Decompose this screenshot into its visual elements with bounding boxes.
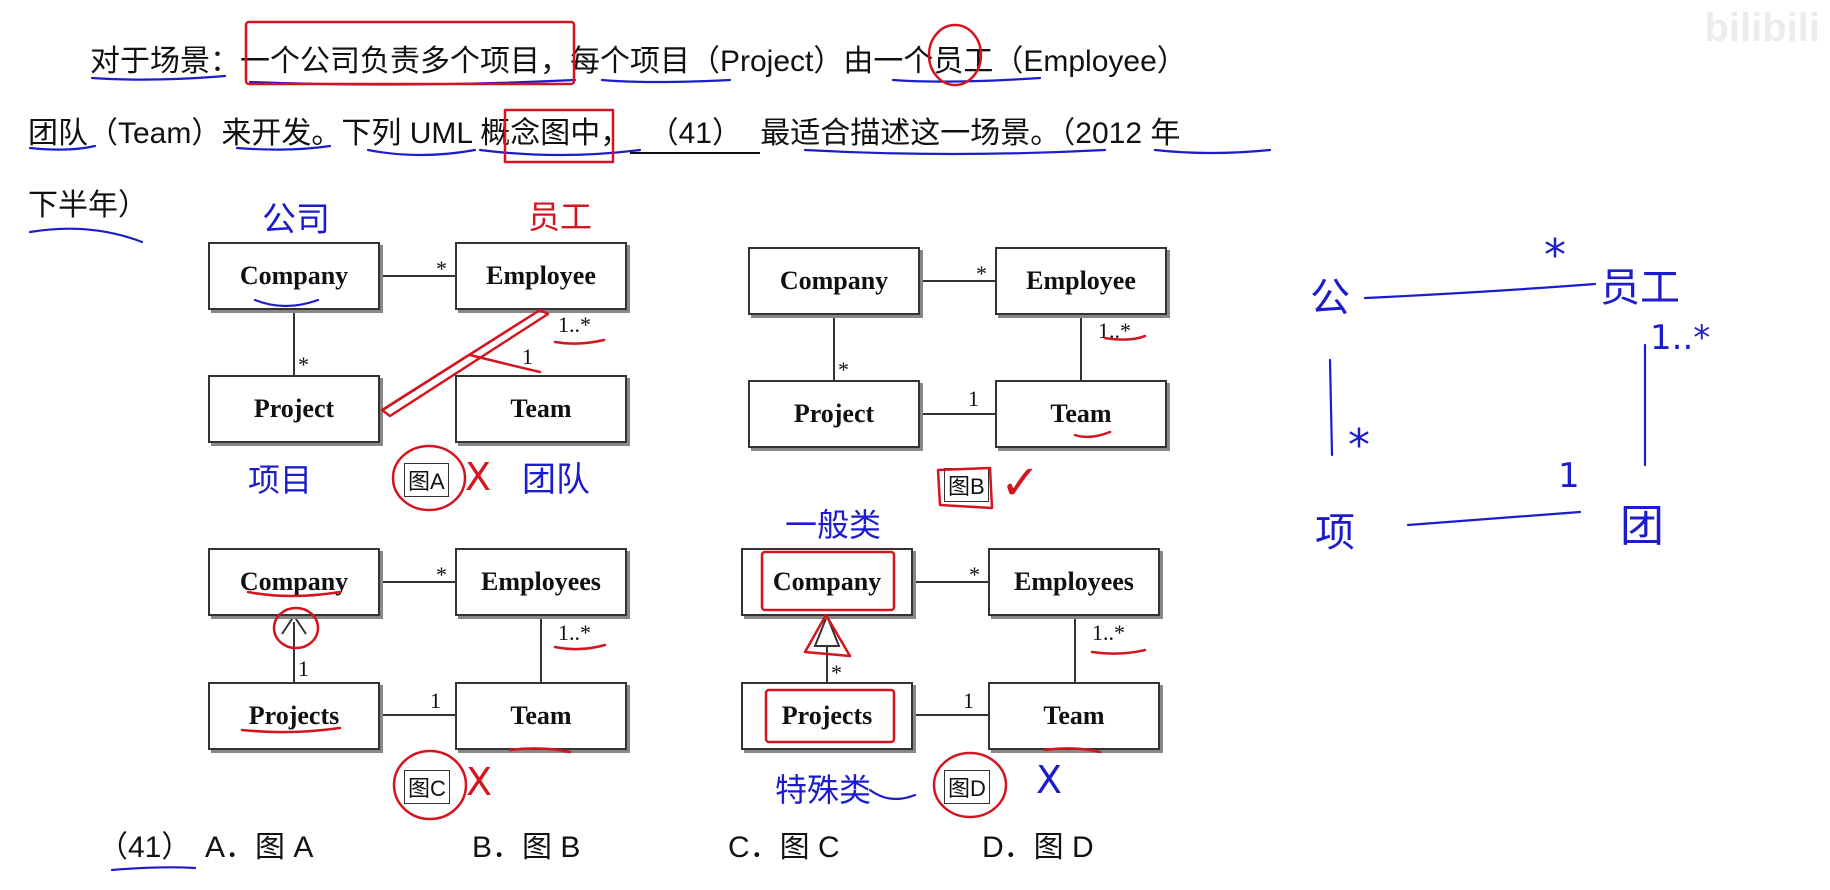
question-line-3: 下半年）	[28, 189, 148, 222]
handwritten-note: 团队	[522, 460, 590, 500]
multiplicity: *	[969, 562, 980, 587]
question-text-highlight: 一个公司负责多个项目	[240, 45, 540, 78]
option-c[interactable]: C．图 C	[728, 831, 840, 864]
option-number: （41）	[98, 831, 192, 864]
multiplicity: 1..*	[558, 620, 591, 645]
uml-class-project: Projects	[741, 682, 913, 750]
handwritten-x-mark: X	[466, 760, 493, 804]
question-line-1: 对于场景：一个公司负责多个项目，每个项目（Project）由一个员工（Emplo…	[90, 36, 1187, 80]
handwritten-check-mark: ✓	[1000, 455, 1041, 511]
handwritten-note: 项目	[248, 461, 313, 499]
option-a[interactable]: A．图 A	[205, 831, 314, 864]
figure-label: 图D	[944, 770, 990, 804]
multiplicity: 1	[430, 688, 441, 713]
handwritten-note: 1..*	[1650, 318, 1711, 358]
question-blank: （41）	[630, 108, 761, 154]
multiplicity: *	[831, 660, 842, 685]
watermark: bilibili	[1704, 6, 1820, 50]
uml-class-employee: Employees	[988, 548, 1160, 616]
handwritten-note: 公	[1310, 275, 1350, 321]
multiplicity: *	[298, 352, 309, 377]
question-text: 最适合描述这一场景。（2012 年	[760, 117, 1181, 150]
multiplicity: *	[436, 562, 447, 587]
multiplicity: 1	[298, 656, 309, 681]
figure-label: 图C	[404, 770, 450, 804]
figure-label: 图A	[404, 463, 449, 497]
multiplicity: *	[838, 357, 849, 382]
handwritten-note: 员工	[528, 198, 593, 236]
handwritten-note: 1	[1558, 456, 1580, 496]
multiplicity: 1..*	[1092, 620, 1125, 645]
handwritten-x-mark: X	[1036, 758, 1063, 802]
multiplicity: 1..*	[558, 312, 591, 337]
uml-class-project: Project	[748, 380, 920, 448]
multiplicity: 1	[968, 386, 979, 411]
uml-class-company: Company	[748, 247, 920, 315]
uml-class-project: Projects	[208, 682, 380, 750]
question-text: 对于场景：	[90, 45, 240, 78]
handwritten-note: 特殊类	[775, 771, 872, 809]
uml-class-employee: Employee	[995, 247, 1167, 315]
uml-class-employee: Employee	[455, 242, 627, 310]
option-d[interactable]: D．图 D	[982, 831, 1094, 864]
handwritten-note: 公司	[262, 200, 330, 240]
handwritten-note: 员工	[1600, 265, 1680, 311]
uml-class-company: Company	[208, 548, 380, 616]
option-b[interactable]: B．图 B	[472, 831, 581, 864]
handwritten-x-mark: X	[465, 455, 492, 499]
multiplicity: *	[436, 256, 447, 281]
multiplicity: 1	[963, 688, 974, 713]
uml-class-employee: Employees	[455, 548, 627, 616]
uml-class-company: Company	[208, 242, 380, 310]
uml-class-project: Project	[208, 375, 380, 443]
question-line-2: 团队（Team）来开发。下列 UML 概念图中，（41）最适合描述这一场景。（2…	[28, 108, 1180, 154]
handwritten-note: 项	[1315, 510, 1355, 556]
handwritten-note: 团	[1620, 501, 1664, 552]
multiplicity: 1	[522, 344, 533, 369]
uml-class-team: Team	[455, 375, 627, 443]
handwritten-note: *	[1544, 230, 1566, 281]
multiplicity: *	[976, 261, 987, 286]
question-text: 团队（Team）来开发。下列 UML 概念图中，	[28, 117, 631, 150]
handwritten-note: *	[1348, 420, 1370, 471]
question-text: ，每个项目（Project）由一个员工（Employee）	[540, 45, 1187, 78]
handwritten-note: 一般类	[785, 506, 882, 544]
